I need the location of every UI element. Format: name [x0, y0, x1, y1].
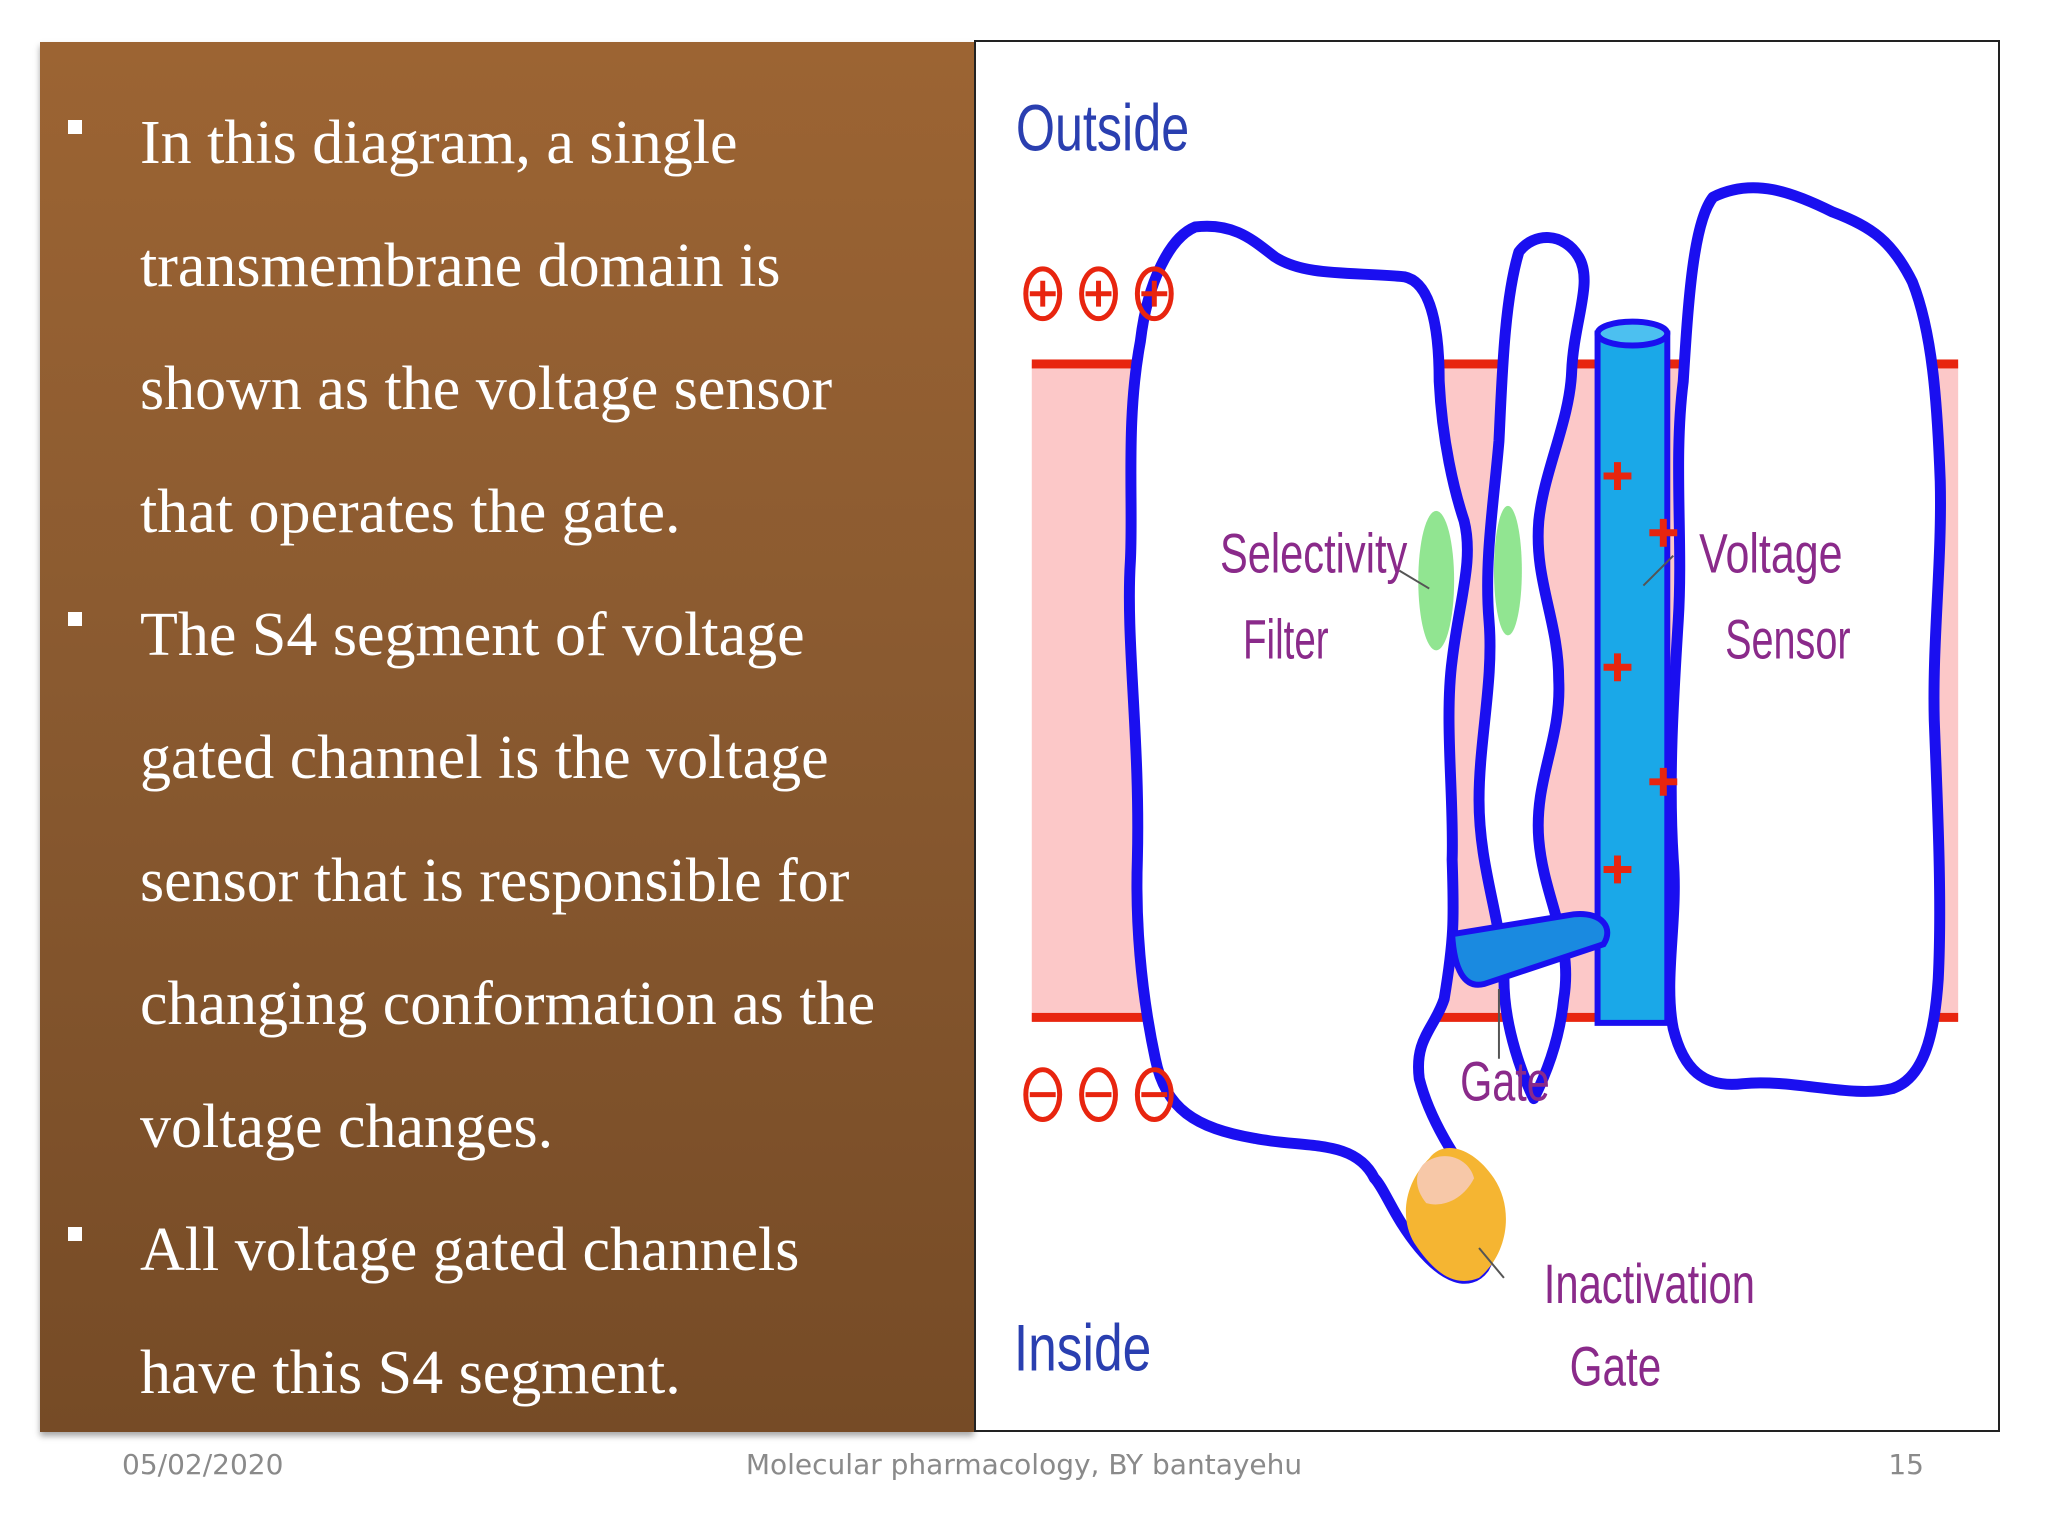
bullet-item-1: In this diagram, a single transmembrane … — [40, 82, 954, 574]
inactivation-gate-label: Inactivation — [1544, 1253, 1755, 1315]
plus-charge-icon — [1134, 266, 1174, 322]
selectivity-filter-label: Selectivity — [1220, 523, 1407, 585]
plus-icon — [1649, 518, 1678, 547]
text-panel: In this diagram, a single transmembrane … — [40, 42, 974, 1432]
bullet-text: that operates the gate. — [140, 478, 681, 546]
channel-diagram: Outside Inside Selectivity Filter Voltag… — [974, 40, 2000, 1432]
bullet-item-3: All voltage gated channels have this S4 … — [40, 1189, 954, 1435]
plus-icon — [1603, 855, 1632, 884]
activation-gate-bar — [1448, 911, 1611, 988]
bullet-text: gated channel is the voltage — [140, 724, 829, 792]
inside-charges — [1023, 1067, 1174, 1122]
bullet-text: sensor that is responsible for — [140, 847, 850, 915]
bullet-text: changing conformation as the — [140, 970, 876, 1038]
bullet-text: All voltage gated channels — [140, 1216, 800, 1284]
outside-label: Outside — [1016, 90, 1189, 164]
plus-icon — [1603, 653, 1632, 682]
inactivation-gate-label-2: Gate — [1570, 1335, 1662, 1397]
bullet-text: have this S4 segment. — [140, 1339, 681, 1407]
minus-charge-icon — [1134, 1067, 1174, 1122]
bullet-text: In this diagram, a single — [140, 109, 738, 177]
bullet-item-2: The S4 segment of voltage gated channel … — [40, 574, 954, 1189]
plus-charge-icon — [1023, 266, 1063, 322]
sensor-charges — [1603, 462, 1678, 884]
membrane-top-edge — [1031, 359, 1959, 369]
selectivity-filter-left — [1418, 510, 1455, 651]
voltage-sensor-top — [1594, 318, 1671, 349]
selectivity-filter-label-2: Filter — [1243, 608, 1329, 670]
membrane-bottom-edge — [1031, 1012, 1959, 1022]
footer-title: Molecular pharmacology, BY bantayehu — [745, 1448, 1303, 1481]
outside-charges — [1023, 266, 1174, 322]
bullet-square-icon — [68, 120, 82, 134]
bullet-square-icon — [68, 612, 82, 626]
bullet-text: The S4 segment of voltage — [140, 601, 805, 669]
inactivation-gate-highlight — [1417, 1156, 1475, 1205]
plus-icon — [1603, 462, 1632, 490]
selectivity-filter-right — [1493, 505, 1522, 636]
bullet-square-icon — [68, 1227, 82, 1241]
voltage-sensor-label: Voltage — [1699, 523, 1842, 585]
channel-diagram-svg: Outside Inside Selectivity Filter Voltag… — [1014, 90, 1959, 1397]
footer-date: 05/02/2020 — [122, 1448, 284, 1481]
plus-icon — [1649, 767, 1678, 796]
gate-label: Gate — [1460, 1051, 1550, 1113]
bullet-text: transmembrane domain is — [140, 232, 781, 300]
inside-label: Inside — [1014, 1311, 1151, 1385]
footer-page-number: 15 — [1888, 1448, 1924, 1481]
bullet-list: In this diagram, a single transmembrane … — [40, 82, 954, 1435]
bullet-text: voltage changes. — [140, 1093, 554, 1161]
minus-charge-icon — [1079, 1067, 1118, 1122]
protein-subunit-right — [1664, 182, 1946, 1097]
leader-lines — [1398, 555, 1674, 1279]
voltage-sensor-s4 — [1594, 330, 1671, 1026]
protein-subunit-left — [1123, 220, 1501, 1284]
minus-charge-icon — [1023, 1067, 1063, 1122]
plus-charge-icon — [1079, 266, 1118, 322]
voltage-sensor-label-2: Sensor — [1725, 608, 1851, 670]
bullet-text: shown as the voltage sensor — [140, 355, 833, 423]
protein-subunit-middle — [1473, 232, 1590, 1105]
